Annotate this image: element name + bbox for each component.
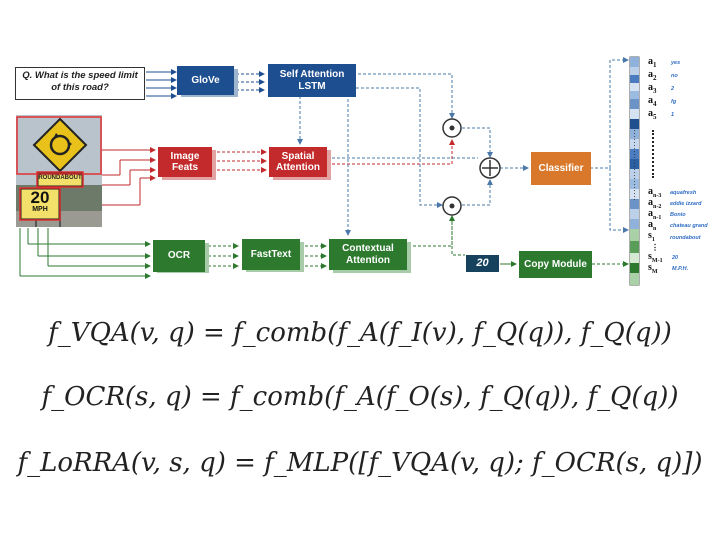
glove-node: GloVe [177,66,234,95]
copy-value-box: 20 [466,255,499,272]
contextual-attention-node: Contextual Attention [329,239,407,270]
glove-label: GloVe [191,74,220,86]
question-box: Q. What is the speed limit of this road? [15,67,145,100]
multiply-to-plus-arrow [462,127,493,158]
ocr-node: OCR [153,240,205,272]
image-feats-node: Image Feats [158,147,212,177]
spatial-to-multiply-arrow [327,139,455,165]
ocr-label: OCR [167,250,191,262]
equation-ocr-text: f_OCR(s, q) = f_comb(f_A(f_O(s), f_Q(q))… [41,382,679,412]
lstm-to-bottom-multiply-arrow [356,87,443,208]
spatial-attention-label: Spatial Attention [276,150,320,174]
road-sign-photo [16,115,102,227]
copy-module-node: Copy Module [519,251,592,278]
fasttext-label: FastText [250,248,292,260]
sign-speed-unit: MPH [32,206,48,213]
equation-vqa: f_VQA(v, q) = f_comb(f_A(f_I(v), f_Q(q))… [0,318,720,348]
feats-to-spatial-arrows [212,149,267,173]
equation-lorra-text: f_LoRRA(v, s, q) = f_MLP([f_VQA(v, q); f… [17,448,703,478]
classifier-to-answers-arrow [590,57,629,169]
question-to-glove-arrows [146,69,177,99]
ocr-to-fasttext-arrows [208,243,239,269]
glove-to-lstm-arrows [236,71,265,93]
contextual-attention-label: Contextual Attention [342,243,394,266]
classifier-label: Classifier [538,162,584,174]
classifier-to-answers-arrow-2 [609,168,629,233]
equation-vqa-text: f_VQA(v, q) = f_comb(f_A(f_I(v), f_Q(q))… [48,318,672,348]
equation-lorra: f_LoRRA(v, s, q) = f_MLP([f_VQA(v, q); f… [0,448,720,478]
self-attention-lstm-node: Self Attention LSTM [268,64,356,97]
bottom-multiply-to-plus-arrow [462,179,493,206]
spatial-attention-node: Spatial Attention [269,147,327,177]
image-feats-label: Image Feats [170,150,200,174]
contextual-to-multiply-arrow [408,215,455,247]
classifier-node: Classifier [531,152,591,185]
plus-to-copy-arrow [451,216,465,256]
question-text: Q. What is the speed limit of this road? [22,70,138,93]
sign-speed-number: 20 [30,188,50,207]
copy-value-label: 20 [476,257,489,270]
equation-ocr: f_OCR(s, q) = f_comb(f_A(f_O(s), f_Q(q))… [0,382,720,412]
lstm-to-multiply-arrow [358,73,455,119]
fasttext-node: FastText [242,239,300,270]
sign-roundabout-text: ROUNDABOUT [38,175,82,181]
image-to-ocr-arrows [19,228,151,279]
fasttext-to-contextual-arrows [300,243,327,269]
self-attention-lstm-label: Self Attention LSTM [279,69,345,92]
copy-module-label: Copy Module [524,258,587,270]
